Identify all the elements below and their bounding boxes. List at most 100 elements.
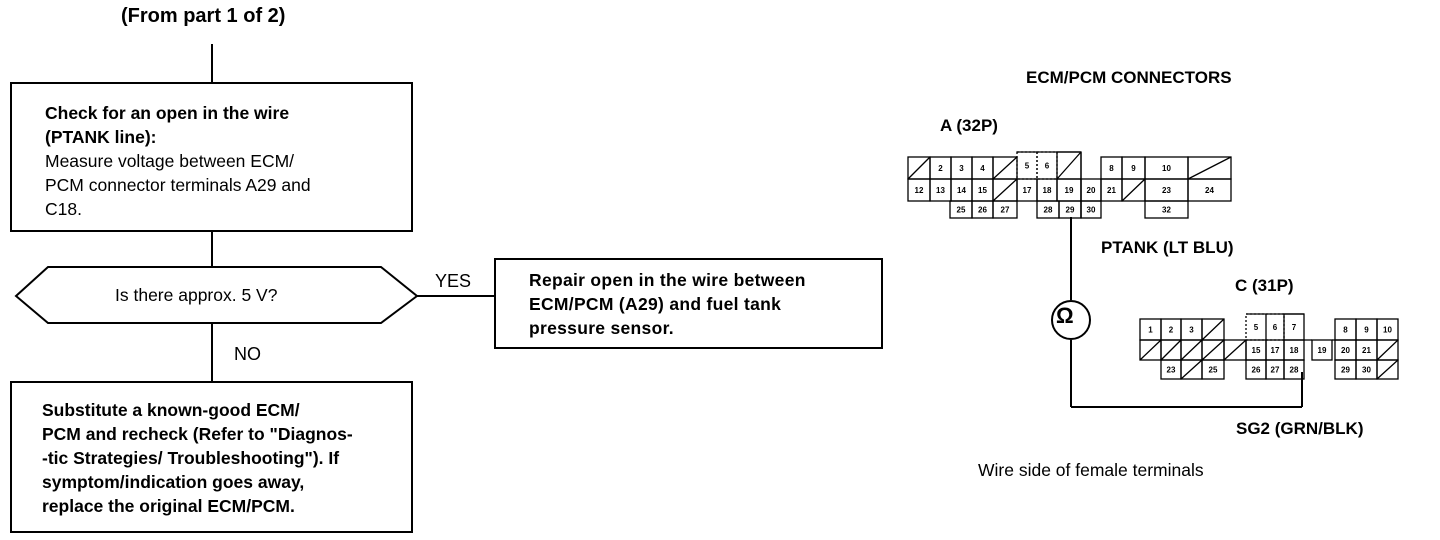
connector-c-unused-cavity [1201,318,1225,341]
connector-c-pin-27: 27 [1271,366,1280,375]
connector-a-pin-15: 15 [978,186,987,195]
connector-a-unused-cavity [992,156,1018,180]
connector-c-unused-cavity [1223,339,1247,361]
connector-a-pin-13: 13 [936,186,945,195]
connector-a-pin-8: 8 [1109,164,1114,173]
connector-a-pin-20: 20 [1087,186,1096,195]
connector-c-unused-cavity [1139,339,1162,361]
substitute-ecm-box: Substitute a known-good ECM/ PCM and rec… [10,381,413,533]
no-label: NO [234,344,261,364]
decision-diamond [14,266,419,324]
connector-c-cavity [1376,359,1399,380]
connector-a-unused-cavity [992,178,1018,202]
connector-c-unused-cavity [1201,339,1225,361]
repair-box-line-2: ECM/PCM (A29) and fuel tank [529,294,782,314]
connector-a-pin-18: 18 [1043,186,1052,195]
connector-a-pin-27: 27 [1001,206,1010,215]
connector-a-unused-cavity [1121,178,1146,202]
connector-a-cavity [1144,200,1189,219]
connector-c-pin-10: 10 [1383,326,1392,335]
connector-c-pin-6: 6 [1273,323,1278,332]
connector-a-pin-29: 29 [1066,206,1075,215]
connector-a-pin-30: 30 [1087,206,1096,215]
subst-box-line-2: PCM and recheck (Refer to "Diagnos- [42,424,353,444]
connector-c-pin-9: 9 [1364,326,1369,335]
connector-c-cavity [1283,359,1305,380]
connector-c-pin-8: 8 [1343,326,1348,335]
connector-c-label: C (31P) [1235,276,1294,295]
connector-c-unused-cavity [1376,359,1399,380]
subst-box-line-5: replace the original ECM/PCM. [42,496,295,516]
connector-a-pin-5: 5 [1025,162,1030,171]
connector-a-pin-21: 21 [1107,186,1116,195]
subst-box-line-4: symptom/indication goes away, [42,472,305,492]
repair-open-box: Repair open in the wire between ECM/PCM … [494,258,883,349]
connector-a-unused-cavity [907,156,931,180]
check-open-wire-box: Check for an open in the wire (PTANK lin… [10,82,413,232]
connector-a-pin-26: 26 [978,206,987,215]
check-box-line-2: (PTANK line): [45,127,157,147]
connector-c-pin-30: 30 [1362,366,1371,375]
connector-c-pin-3: 3 [1189,326,1194,335]
repair-box-line-1: Repair open in the wire between [529,270,806,290]
repair-box-line-3: pressure sensor. [529,318,674,338]
connectors-title: ECM/PCM CONNECTORS [1026,68,1232,87]
connector-a-unused-cavity [1187,156,1232,180]
connector-a-pin-4: 4 [980,164,985,173]
connector-a-pin-24: 24 [1205,186,1214,195]
connector-c-pin-26: 26 [1252,366,1261,375]
connector-a-pin-19: 19 [1065,186,1074,195]
connector-c-pin-23: 23 [1167,366,1176,375]
connector-a-pin-32: 32 [1162,206,1171,215]
subst-box-line-1: Substitute a known-good ECM/ [42,400,300,420]
check-box-line-1: Check for an open in the wire [45,103,290,123]
connector-a-pin-28: 28 [1044,206,1053,215]
connector-c-pin-1: 1 [1148,326,1153,335]
connector-c-pin-5: 5 [1254,323,1259,332]
ohmmeter-symbol [1051,300,1091,340]
connector-a-cavity [992,200,1018,219]
connector-c-pin-19: 19 [1318,346,1327,355]
connector-c-pin-2: 2 [1169,326,1174,335]
connector-a-cavity [1187,178,1232,202]
check-box-line-5: C18. [45,199,82,219]
ohm-icon: Ω [1056,303,1074,328]
decision-question: Is there approx. 5 V? [115,285,278,305]
connector-c-cavity [1311,339,1333,361]
check-box-line-4: PCM connector terminals A29 and [45,175,311,195]
connector-a-pin-10: 10 [1162,164,1171,173]
wire-side-note: Wire side of female terminals [978,460,1204,480]
connector-c-unused-cavity [1160,339,1182,361]
sg2-wire-label: SG2 (GRN/BLK) [1236,419,1364,438]
connector-a-pin-2: 2 [938,164,943,173]
subst-box-line-3: -tic Strategies/ Troubleshooting"). If [42,448,340,468]
connector-c-unused-cavity [1180,339,1203,361]
connector-c-pin-18: 18 [1290,346,1299,355]
connector-c-pin-20: 20 [1341,346,1350,355]
connector-c-pin-7: 7 [1292,323,1297,332]
connector-a-pin-25: 25 [957,206,966,215]
connector-c-pin-28: 28 [1290,366,1299,375]
connector-c-pin-21: 21 [1362,346,1371,355]
connector-c-pin-17: 17 [1271,346,1280,355]
connector-c-cavity [1201,359,1225,380]
from-part-label: (From part 1 of 2) [121,5,286,27]
connector-a-pin-12: 12 [915,186,924,195]
connector-c-pin-25: 25 [1209,366,1218,375]
connector-a-pin-3: 3 [959,164,964,173]
connector-c-pin-29: 29 [1341,366,1350,375]
check-box-line-3: Measure voltage between ECM/ [45,151,295,171]
ptank-wire-label: PTANK (LT BLU) [1101,238,1234,257]
connector-a-unused-cavity [1056,151,1082,180]
connector-c-unused-cavity [1180,359,1203,380]
connector-a-pin-23: 23 [1162,186,1171,195]
connector-a-pin-9: 9 [1131,164,1136,173]
yes-label: YES [435,271,472,291]
connector-a-pin-6: 6 [1045,162,1050,171]
connector-a-pin-17: 17 [1023,186,1032,195]
connector-a-pin-14: 14 [957,186,966,195]
connector-c-pin-15: 15 [1252,346,1261,355]
